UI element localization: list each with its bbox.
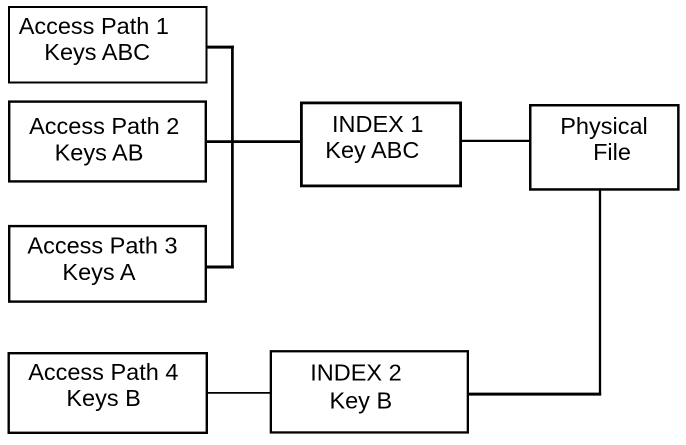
svg-text:Keys AB: Keys AB xyxy=(55,139,144,165)
svg-text:INDEX 2: INDEX 2 xyxy=(310,360,401,386)
svg-text:File: File xyxy=(593,139,631,165)
svg-text:Keys ABC: Keys ABC xyxy=(44,39,150,65)
svg-text:Access Path 4: Access Path 4 xyxy=(28,359,178,385)
svg-text:INDEX 1: INDEX 1 xyxy=(332,111,423,137)
svg-text:Access Path 3: Access Path 3 xyxy=(27,233,177,259)
svg-text:Access Path 2: Access Path 2 xyxy=(29,113,179,139)
svg-text:Key ABC: Key ABC xyxy=(325,137,419,163)
svg-text:Keys B: Keys B xyxy=(66,385,140,411)
svg-text:Keys A: Keys A xyxy=(62,259,135,285)
svg-text:Key B: Key B xyxy=(329,387,392,413)
svg-text:Physical: Physical xyxy=(560,113,648,139)
svg-text:Access Path 1: Access Path 1 xyxy=(19,13,169,39)
